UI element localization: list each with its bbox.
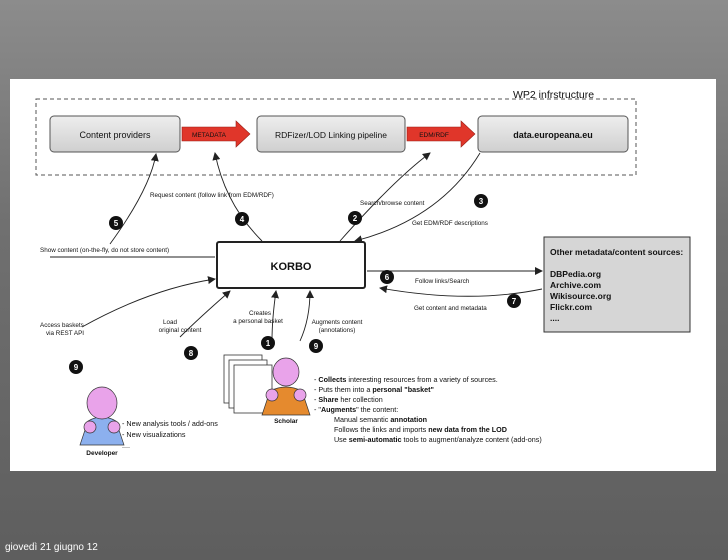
svg-text:7: 7 [512, 297, 517, 306]
svg-text:METADATA: METADATA [192, 132, 227, 139]
edge-augments [299, 290, 314, 342]
svg-text:....: .... [122, 441, 130, 450]
edge-access-baskets [81, 276, 216, 328]
svg-text:9: 9 [74, 363, 79, 372]
scholar-notes: - Collects interesting resources from a … [314, 375, 542, 444]
rdfizer-box: RDFizer/LOD Linking pipeline [256, 115, 406, 153]
svg-text:6: 6 [385, 273, 390, 282]
svg-text:5: 5 [114, 219, 119, 228]
edge-creates-basket [271, 290, 279, 342]
label-load-original: Load [163, 319, 178, 326]
badge-7: 7 [507, 294, 521, 308]
developer-figure-icon [79, 386, 125, 446]
badge-9-developer: 9 [69, 360, 83, 374]
label-follow-links: Follow links/Search [415, 278, 470, 285]
edge-load-original [179, 290, 231, 338]
svg-text:Follows the links and imports: Follows the links and imports new data f… [324, 425, 507, 434]
footer-date: giovedì 21 giugno 12 [5, 542, 98, 553]
svg-text:- Share her collection: - Share her collection [314, 395, 383, 404]
badge-1: 1 [261, 336, 275, 350]
svg-text:1: 1 [266, 339, 271, 348]
label-show-content: Show content (on-the-fly, do not store c… [40, 247, 169, 254]
edge-get-edm [354, 152, 481, 244]
badge-5: 5 [109, 216, 123, 230]
edm-rdf-arrow: EDM/RDF [406, 120, 476, 148]
badge-4: 4 [235, 212, 249, 226]
svg-text:8: 8 [189, 349, 194, 358]
metadata-arrow: METADATA [181, 120, 251, 148]
other-sources-box: Other metadata/content sources: DBPedia.… [543, 236, 691, 333]
label-request-content: Request content (follow link from EDM/RD… [150, 192, 274, 199]
label-creates-basket-2: a personal basket [233, 318, 283, 325]
label-get-content: Get content and metadata [414, 305, 487, 312]
scholar-label: Scholar [274, 418, 298, 425]
label-augments: Augments content [312, 319, 363, 326]
badge-9-scholar: 9 [309, 339, 323, 353]
svg-text:Wikisource.org: Wikisource.org [550, 291, 611, 301]
label-access-baskets-2: via REST API [46, 330, 84, 337]
label-access-baskets: Access baskets [40, 322, 84, 329]
svg-text:Other metadata/content sources: Other metadata/content sources: [550, 247, 683, 257]
svg-text:4: 4 [240, 215, 245, 224]
svg-text:- "Augments" the content:: - "Augments" the content: [314, 405, 398, 414]
badge-2: 2 [348, 211, 362, 225]
badge-6: 6 [380, 270, 394, 284]
svg-text:....: .... [550, 313, 559, 323]
svg-text:DBPedia.org: DBPedia.org [550, 269, 601, 279]
svg-text:- New analysis tools / add-ons: - New analysis tools / add-ons [122, 419, 218, 428]
svg-text:- Puts them into a personal "b: - Puts them into a personal "basket" [314, 385, 434, 394]
svg-text:Flickr.com: Flickr.com [550, 302, 592, 312]
svg-text:Content providers: Content providers [79, 130, 151, 140]
svg-text:Manual semantic annotation: Manual semantic annotation [324, 415, 427, 424]
wp2-infrastructure-diagram: WP2 infrstructure Content providers RDFi… [35, 89, 691, 457]
svg-text:- New visualizations: - New visualizations [122, 430, 186, 439]
korbo-box: KORBO [216, 241, 366, 289]
badge-3: 3 [474, 194, 488, 208]
svg-text:Use semi-automatic tools to au: Use semi-automatic tools to augment/anal… [324, 435, 542, 444]
content-providers-box: Content providers [49, 115, 181, 153]
svg-text:- Collects interesting resourc: - Collects interesting resources from a … [314, 375, 498, 384]
svg-text:RDFizer/LOD Linking pipeline: RDFizer/LOD Linking pipeline [275, 130, 387, 140]
developer-notes: - New analysis tools / add-ons - New vis… [122, 419, 218, 450]
label-augments-2: (annotations) [319, 327, 356, 334]
svg-text:data.europeana.eu: data.europeana.eu [513, 130, 593, 140]
svg-text:3: 3 [479, 197, 484, 206]
infrastructure-area [35, 98, 637, 176]
svg-text:2: 2 [353, 214, 358, 223]
label-creates-basket: Creates [249, 310, 271, 317]
europeana-box: data.europeana.eu [477, 115, 629, 153]
edge-show-content [109, 153, 159, 245]
scholar-figure-icon [261, 357, 311, 416]
svg-text:EDM/RDF: EDM/RDF [419, 132, 449, 139]
badge-8: 8 [184, 346, 198, 360]
label-get-edm: Get EDM/RDF descriptions [412, 220, 488, 227]
edge-get-content [379, 285, 543, 297]
developer-label: Developer [86, 450, 118, 457]
svg-text:Archive.com: Archive.com [550, 280, 601, 290]
label-load-original-2: original content [159, 327, 202, 334]
label-search-browse: Search/browse content [360, 200, 425, 207]
svg-text:9: 9 [314, 342, 319, 351]
svg-text:KORBO: KORBO [271, 261, 312, 273]
edge-request-content [212, 152, 263, 242]
infrastructure-title: WP2 infrstructure [513, 89, 594, 101]
edge-search-browse [339, 152, 431, 242]
document-stack-icon [223, 354, 273, 414]
